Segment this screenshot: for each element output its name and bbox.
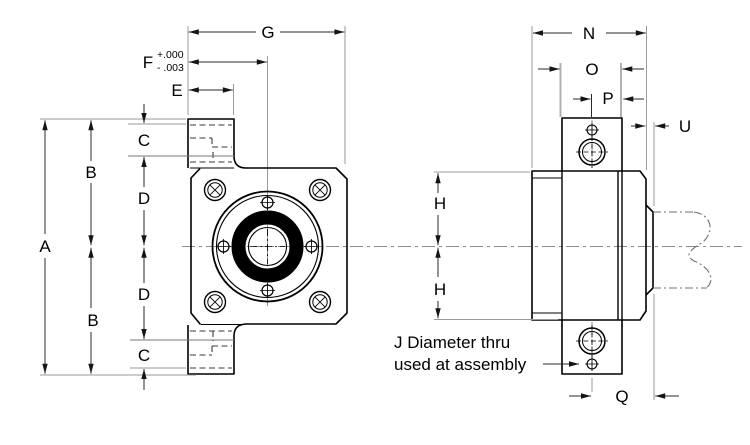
dim-label-B: B: [87, 311, 98, 330]
dim-C-upper: C: [128, 104, 234, 187]
dim-O: O: [538, 60, 644, 117]
dim-N: N: [531, 24, 647, 170]
side-view: [531, 117, 712, 375]
bolt-hole-cross: [304, 239, 319, 254]
dim-label-A: A: [39, 237, 51, 256]
dim-H-lower: H: [434, 247, 558, 320]
corner-screw-bottom-left: [203, 290, 227, 314]
hole-centerline-cross: [576, 136, 608, 168]
extension-line: [559, 63, 622, 117]
bore-edge-circle: [244, 223, 291, 270]
bolt-hole-top: [260, 195, 275, 210]
side-internal-edges: [561, 171, 623, 320]
foot-bolt-hole-bottom: [576, 325, 608, 357]
foot-screw-top: [585, 123, 599, 137]
extension-line: [187, 26, 346, 164]
dim-label-F: F: [143, 53, 153, 72]
bolt-hole-bottom: [260, 283, 275, 298]
dim-label-Q: Q: [615, 387, 628, 406]
bolt-hole-cross: [260, 283, 275, 298]
dim-label-P: P: [602, 89, 613, 108]
corner-screw-top-right: [308, 178, 332, 202]
side-body-outline: [531, 170, 647, 321]
bore-center-cross: [250, 229, 285, 264]
dim-Q: Q: [569, 378, 679, 406]
dim-C-lower: C: [130, 346, 186, 390]
dim-label-U: U: [679, 117, 691, 136]
dim-label-D: D: [138, 189, 150, 208]
dim-label-B: B: [85, 163, 96, 182]
dim-B-upper: B: [85, 120, 97, 246]
dim-D-lower: D: [130, 247, 234, 341]
bore-inner-circle: [247, 226, 288, 267]
dim-tolerance-minus: - .003: [157, 62, 184, 74]
dim-G: G: [187, 23, 346, 164]
dim-P: P: [573, 89, 644, 117]
bearing-ring: [231, 210, 304, 283]
corner-screw-bottom-right: [308, 290, 332, 314]
dim-U: U: [631, 117, 691, 400]
foot-bolt-hole-top: [576, 136, 608, 168]
dim-A: A: [39, 118, 196, 376]
bolt-hole-cross: [216, 239, 231, 254]
screw-slot-icon: [209, 296, 221, 308]
dim-label-N: N: [583, 24, 595, 43]
dim-tolerance-plus: +.000: [157, 49, 184, 61]
screw-slot-icon: [209, 184, 221, 196]
dim-label-C: C: [138, 346, 150, 365]
note-line-2: used at assembly: [394, 355, 527, 374]
note-line-1: J Diameter thru: [394, 333, 510, 352]
screw-slot-icon: [314, 296, 326, 308]
dim-label-H: H: [434, 280, 446, 299]
hole-centerline-cross: [576, 325, 608, 357]
dim-H-upper: H: [434, 171, 530, 246]
extension-line: [40, 118, 196, 376]
dimensions: G F +.000 - .003 E A B: [39, 23, 691, 406]
dim-label-D: D: [138, 285, 150, 304]
bolt-hole-cross: [260, 195, 275, 210]
dim-E: E: [171, 81, 234, 115]
boss-outer-circle: [211, 190, 324, 303]
flange-body-outline: [187, 118, 348, 375]
flange-edge-lines: [190, 167, 245, 326]
dim-label-H: H: [434, 194, 446, 213]
mounting-tab-hidden-lines: [190, 124, 232, 369]
side-nose-steps: [532, 177, 562, 314]
dim-D-upper: D: [138, 189, 150, 246]
corner-screw-top-left: [203, 178, 227, 202]
foot-screw-bottom: [585, 357, 599, 371]
dim-F: F +.000 - .003: [143, 49, 267, 74]
dim-label-C: C: [138, 131, 150, 150]
screw-slot-icon: [314, 184, 326, 196]
dim-label-O: O: [585, 60, 598, 79]
bolt-hole-right: [304, 239, 319, 254]
dim-label-G: G: [261, 23, 274, 42]
screw-cross-icon: [585, 123, 599, 137]
pilot-boss: [645, 204, 654, 296]
bolt-hole-left: [216, 239, 231, 254]
extension-line: [531, 26, 647, 170]
assembly-note: J Diameter thru used at assembly: [394, 333, 579, 374]
dim-B-lower: B: [87, 247, 99, 374]
dim-label-E: E: [171, 81, 182, 100]
flange-left-edge: [190, 167, 202, 326]
mounting-foot-blocks: [561, 117, 623, 375]
shaft-phantom-outline: [653, 211, 712, 289]
front-view: [187, 118, 348, 375]
screw-cross-icon: [585, 357, 599, 371]
